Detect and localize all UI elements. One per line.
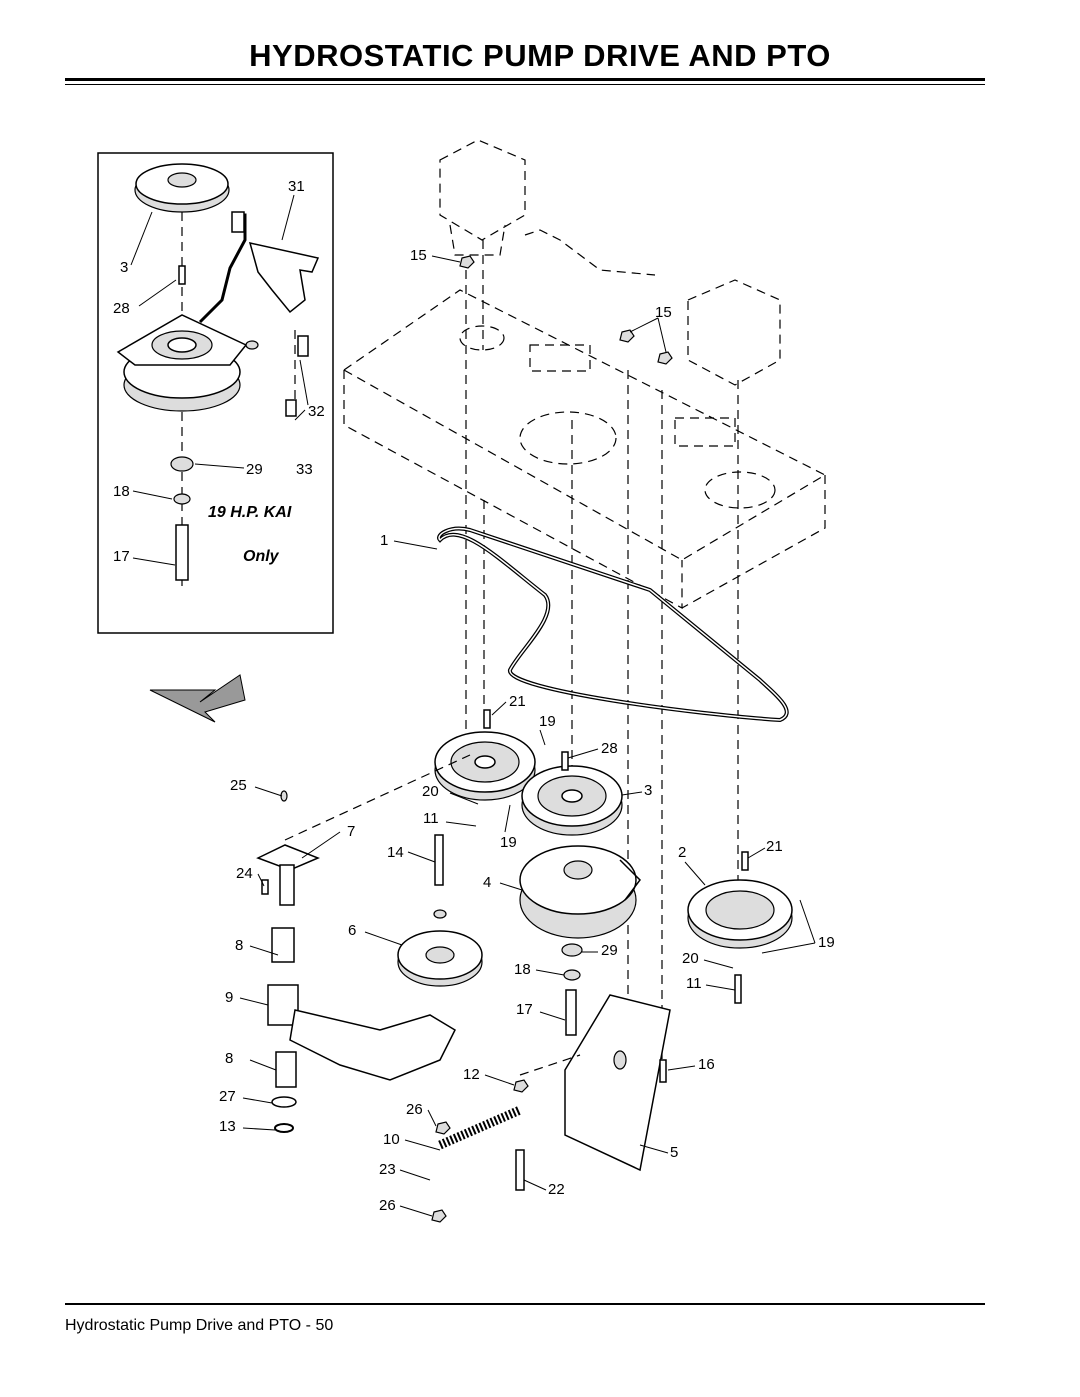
callout-24: 24 [236, 865, 253, 882]
callout-29: 29 [246, 461, 263, 478]
pump-pulley-left [434, 709, 536, 801]
callout-2: 2 [678, 844, 686, 861]
callout-13: 13 [219, 1118, 236, 1135]
callout-15: 15 [410, 247, 427, 264]
callout-4: 4 [483, 874, 491, 891]
callout-5: 5 [670, 1144, 678, 1161]
pump-pulley-center [521, 751, 623, 836]
callout-21: 21 [766, 838, 783, 855]
footer-rule [65, 1303, 985, 1305]
callout-8: 8 [225, 1050, 233, 1067]
inset-note-hp: 19 H.P. KAI [208, 504, 292, 521]
page-title: HYDROSTATIC PUMP DRIVE AND PTO [249, 38, 831, 73]
callout-19: 19 [818, 934, 835, 951]
callout-9: 9 [225, 989, 233, 1006]
callout-31: 31 [288, 178, 305, 195]
callout-25: 25 [230, 777, 247, 794]
callout-23: 23 [379, 1161, 396, 1178]
callout-17: 17 [113, 548, 130, 565]
callout-14: 14 [387, 844, 404, 861]
callout-20: 20 [682, 950, 699, 967]
callout-33: 33 [296, 461, 313, 478]
callout-10: 10 [383, 1131, 400, 1148]
callout-labels: 31 3 28 32 29 33 18 17 15 15 1 21 19 28 … [113, 178, 835, 1214]
callout-18: 18 [113, 483, 130, 500]
callout-16: 16 [698, 1056, 715, 1073]
front-direction-arrow [149, 674, 246, 723]
inset-panel: 19 H.P. KAI Only [97, 152, 334, 634]
callout-leaders [239, 701, 816, 1217]
callout-3: 3 [120, 259, 128, 276]
title-rule-thin [65, 84, 985, 85]
drive-belt [437, 526, 789, 723]
callout-11: 11 [686, 975, 702, 992]
idler-arm-assembly [256, 754, 471, 1133]
callout-32: 32 [308, 403, 325, 420]
callout-26: 26 [379, 1197, 396, 1214]
nut-15-group [431, 255, 673, 365]
tension-spring [431, 1054, 581, 1223]
callout-11: 11 [423, 810, 439, 827]
callout-26: 26 [406, 1101, 423, 1118]
callout-7: 7 [347, 823, 355, 840]
callout-19: 19 [500, 834, 517, 851]
idler-bracket [564, 994, 671, 1172]
hydro-pump-right [687, 279, 781, 900]
hydro-pump-left [439, 139, 656, 350]
callout-3: 3 [644, 782, 652, 799]
callout-19: 19 [539, 713, 556, 730]
pump-pulley-right [687, 851, 793, 1004]
callout-12: 12 [463, 1066, 480, 1083]
callout-6: 6 [348, 922, 356, 939]
page-footer: Hydrostatic Pump Drive and PTO - 50 [65, 1317, 334, 1334]
inset-note-only: Only [243, 548, 280, 565]
callout-15: 15 [655, 304, 672, 321]
pto-clutch [519, 845, 641, 1036]
idler-pulley [397, 834, 483, 987]
title-rule [65, 78, 985, 81]
callout-8: 8 [235, 937, 243, 954]
callout-1: 1 [380, 532, 388, 549]
callout-21: 21 [509, 693, 526, 710]
callout-29: 29 [601, 942, 618, 959]
callout-28: 28 [601, 740, 618, 757]
callout-27: 27 [219, 1088, 236, 1105]
deck-plate-outline [342, 289, 827, 610]
callout-18: 18 [514, 961, 531, 978]
callout-28: 28 [113, 300, 130, 317]
callout-22: 22 [548, 1181, 565, 1198]
callout-20: 20 [422, 783, 439, 800]
callout-17: 17 [516, 1001, 533, 1018]
